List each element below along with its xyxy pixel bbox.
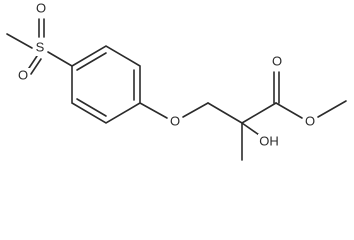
sulfonyl-oxygen-top-label: O — [36, 0, 46, 15]
bond-sulfur-ring — [47, 51, 73, 67]
bond-ring-ether-oxygen — [139, 102, 168, 119]
ring-double-bond-1 — [76, 52, 107, 71]
sulfonyl-oxygen-bottom-label: O — [18, 67, 28, 82]
bond-ether-oxygen-ch2 — [182, 102, 209, 118]
ring-double-bond-3 — [76, 98, 107, 117]
ester-oxygen-label: O — [305, 113, 315, 128]
bond-quaternary-carbonyl — [241, 102, 277, 124]
atom-labels: S O O O O O OH — [16, 0, 317, 150]
sulfur-label: S — [36, 39, 45, 54]
carbonyl-oxygen-label: O — [272, 53, 282, 68]
molecule-structure: S O O O O O OH — [6, 0, 347, 161]
bond-sulfur-oxygen-bottom-b — [30, 58, 42, 75]
hydroxyl-label: OH — [259, 133, 279, 148]
bond-ester-oxygen-methyl — [317, 100, 347, 118]
bond-carbonyl-ester-oxygen — [275, 102, 303, 119]
bond-methyl-sulfur — [6, 33, 33, 49]
bonds — [6, 18, 347, 161]
bond-ch2-quaternary — [207, 102, 243, 124]
ether-oxygen-label: O — [170, 113, 180, 128]
benzene-ring — [71, 45, 141, 124]
